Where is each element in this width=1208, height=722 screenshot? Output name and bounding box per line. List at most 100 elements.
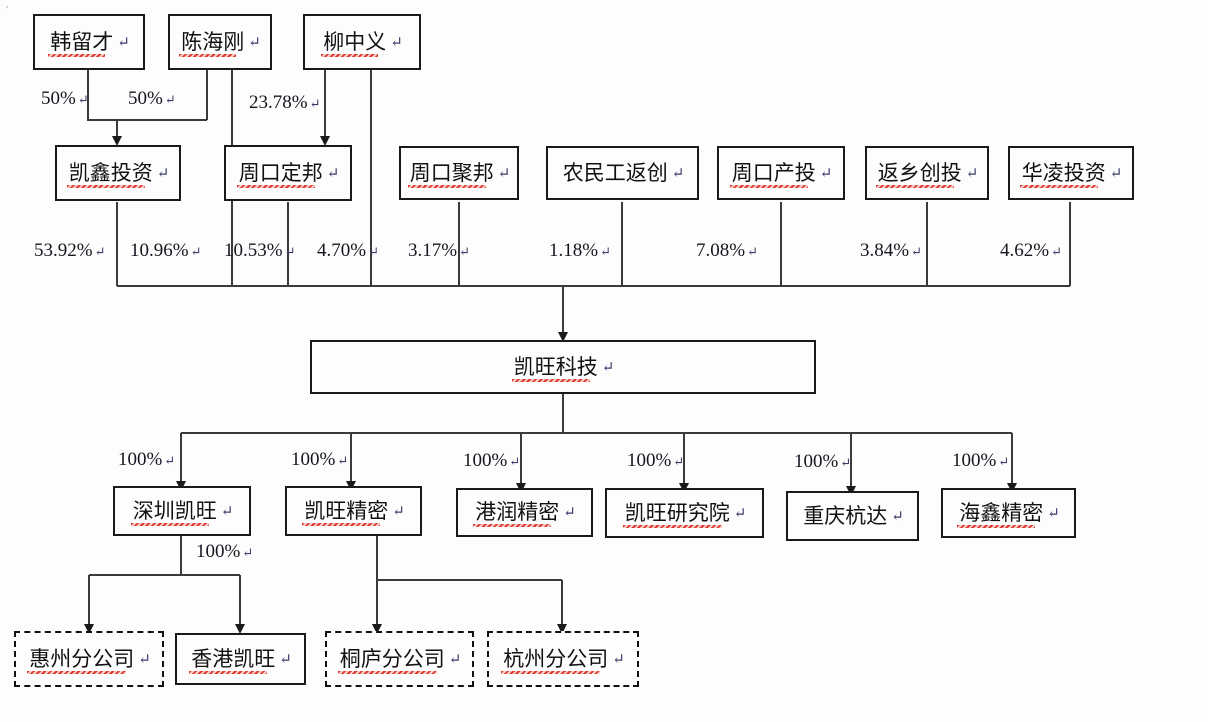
stake-value: 100% <box>463 450 508 471</box>
paragraph-mark: ↵ <box>117 34 130 51</box>
paragraph-mark: ↵ <box>392 503 405 520</box>
paragraph-mark: ↵ <box>368 243 379 259</box>
stake-value: 100% <box>627 450 672 471</box>
node-label: 凯旺精密 <box>302 498 389 526</box>
paragraph-mark: ↵ <box>509 453 521 469</box>
paragraph-mark: ↵ <box>284 243 296 259</box>
node-branch-hongkongkaiwang[interactable]: 香港凯旺 ↵ <box>175 633 306 685</box>
node-subsidiary-gangrun[interactable]: 港润精密 ↵ <box>456 488 593 537</box>
node-subsidiary-chongqinghangda[interactable]: 重庆杭达 ↵ <box>786 491 919 541</box>
stake-value: 1.18% <box>549 240 599 261</box>
node-label: 凯旺研究院 <box>622 500 730 528</box>
stake-value: 50% <box>41 88 76 109</box>
node-shareholder-hualing[interactable]: 华凌投资 ↵ <box>1008 146 1134 200</box>
node-person-hanliucai[interactable]: 韩留才 ↵ <box>33 14 145 70</box>
stake-label-kaiwangyanjiuyuan: 100%↵ <box>627 450 684 472</box>
paragraph-mark: ↵ <box>279 651 292 668</box>
paragraph-mark: ↵ <box>911 243 922 259</box>
stake-value: 100% <box>118 449 163 470</box>
stake-value: 50% <box>128 88 163 109</box>
stake-label-zhoukuojubang: 3.17%↵ <box>408 240 470 262</box>
paragraph-mark: ↵ <box>671 165 685 182</box>
stake-label-kaiwangjingmi: 100%↵ <box>291 449 348 471</box>
node-shareholder-kaixin[interactable]: 凯鑫投资 ↵ <box>55 145 181 201</box>
page-corner-mark: ' <box>6 4 8 16</box>
stake-value: 4.62% <box>1000 240 1050 261</box>
stake-label-shenzhen-branches: 100%↵ <box>196 541 253 563</box>
stake-value: 100% <box>196 541 241 562</box>
stake-value: 3.84% <box>860 240 910 261</box>
node-branch-tonglu[interactable]: 桐庐分公司 ↵ <box>325 631 474 687</box>
node-main-company-kaiwang[interactable]: 凯旺科技 ↵ <box>310 340 816 394</box>
node-shareholder-fanxiangchuangtou[interactable]: 返乡创投 ↵ <box>865 146 989 200</box>
paragraph-mark: ↵ <box>337 452 349 468</box>
stake-label-liuzhongyi-dingbang: 23.78%↵ <box>249 92 320 114</box>
stake-value: 23.78% <box>249 92 308 113</box>
stake-value: 100% <box>794 451 839 472</box>
paragraph-mark: ↵ <box>819 165 833 182</box>
node-label: 重庆杭达 <box>803 503 888 528</box>
stake-label-gangrun: 100%↵ <box>463 450 520 472</box>
paragraph-mark: ↵ <box>840 454 852 470</box>
paragraph-mark: ↵ <box>497 165 511 182</box>
paragraph-mark: ↵ <box>965 165 979 182</box>
stake-value: 3.17% <box>408 240 458 261</box>
stake-label-haixinjingmi: 100%↵ <box>952 450 1009 472</box>
stake-value: 100% <box>291 449 336 470</box>
paragraph-mark: ↵ <box>156 165 170 182</box>
node-shareholder-nongmingong[interactable]: 农民工返创 ↵ <box>546 146 699 200</box>
stake-label-chenhaigang-kaixin: 50%↵ <box>128 88 176 110</box>
paragraph-mark: ↵ <box>1047 505 1060 522</box>
node-subsidiary-shenzhenkaiwang[interactable]: 深圳凯旺 ↵ <box>113 486 251 536</box>
paragraph-mark: ↵ <box>600 243 611 259</box>
paragraph-mark: ↵ <box>1051 243 1062 259</box>
node-person-liuzhongyi[interactable]: 柳中义 ↵ <box>303 14 421 70</box>
stake-value: 10.53% <box>224 240 283 261</box>
node-label: 凯鑫投资 <box>66 160 153 188</box>
node-branch-huizhou[interactable]: 惠州分公司 ↵ <box>14 631 164 687</box>
paragraph-mark: ↵ <box>673 453 685 469</box>
paragraph-mark: ↵ <box>164 91 176 107</box>
node-branch-hangzhou[interactable]: 杭州分公司 ↵ <box>487 631 639 687</box>
paragraph-mark: ↵ <box>612 651 625 668</box>
node-shareholder-zhoukoudingbang[interactable]: 周口定邦 ↵ <box>224 145 352 201</box>
node-label: 周口聚邦 <box>407 160 494 188</box>
stake-value: 7.08% <box>696 240 746 261</box>
node-label: 香港凯旺 <box>189 646 276 674</box>
node-person-chenhaigang[interactable]: 陈海刚 ↵ <box>168 14 272 70</box>
node-label: 惠州分公司 <box>27 646 135 674</box>
stake-label-shenzhenkaiwang: 100%↵ <box>118 449 175 471</box>
node-label: 周口产投 <box>729 160 816 188</box>
paragraph-mark: ↵ <box>390 34 403 51</box>
paragraph-mark: ↵ <box>242 544 254 560</box>
stake-label-liuzhongyi-direct: 4.70%↵ <box>317 240 379 262</box>
node-label: 返乡创投 <box>875 160 962 188</box>
stake-value: 53.92% <box>34 240 93 261</box>
paragraph-mark: ↵ <box>190 243 202 259</box>
paragraph-mark: ↵ <box>164 452 176 468</box>
node-label: 柳中义 <box>321 29 387 57</box>
stake-label-hualing: 4.62%↵ <box>1000 240 1062 262</box>
node-label: 凯旺科技 <box>511 354 598 382</box>
node-label: 陈海刚 <box>179 29 245 57</box>
node-shareholder-zhoukouchantou[interactable]: 周口产投 ↵ <box>717 146 845 200</box>
stake-label-zhoukouchantou: 7.08%↵ <box>696 240 758 262</box>
node-subsidiary-kaiwangyanjiuyuan[interactable]: 凯旺研究院 ↵ <box>605 488 764 538</box>
node-label: 海鑫精密 <box>957 500 1044 528</box>
node-subsidiary-kaiwangjingmi[interactable]: 凯旺精密 ↵ <box>285 486 422 536</box>
stake-label-kaixin: 53.92%↵ <box>34 240 105 262</box>
paragraph-mark: ↵ <box>1109 165 1123 182</box>
stake-label-chenhaigang-direct: 10.96%↵ <box>130 240 201 262</box>
stake-label-chongqinghangda: 100%↵ <box>794 451 851 473</box>
stake-value: 100% <box>952 450 997 471</box>
node-label: 杭州分公司 <box>501 646 609 674</box>
node-subsidiary-haixinjingmi[interactable]: 海鑫精密 ↵ <box>941 488 1076 538</box>
node-label: 周口定邦 <box>236 160 323 188</box>
stake-label-zhoukoudingbang: 10.53%↵ <box>224 240 295 262</box>
paragraph-mark: ↵ <box>138 651 151 668</box>
paragraph-mark: ↵ <box>220 503 234 520</box>
node-shareholder-zhoukuojubang[interactable]: 周口聚邦 ↵ <box>399 146 519 200</box>
stake-label-nongmingong: 1.18%↵ <box>549 240 611 262</box>
stake-value: 10.96% <box>130 240 189 261</box>
